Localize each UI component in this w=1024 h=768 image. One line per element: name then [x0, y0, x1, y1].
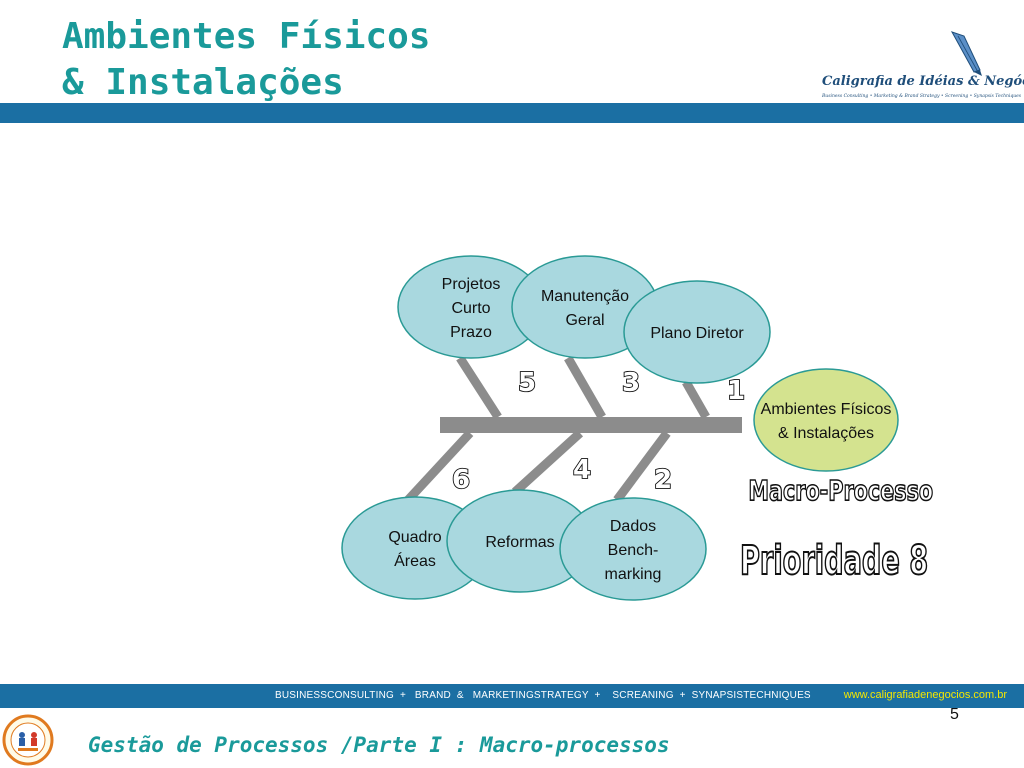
cause-bubble-2-shape [559, 497, 707, 601]
bone-3 [564, 355, 606, 420]
footer-band: BUSINESSCONSULTING + BRAND & MARKETINGST… [0, 684, 1024, 708]
bone-number-1: 1 [727, 376, 745, 406]
cause-bubble-1-label-line: Plano Diretor [650, 325, 744, 342]
cause-bubble-2-label-line: Bench- [608, 542, 659, 559]
school-seal-icon [2, 714, 54, 766]
website-link[interactable]: www.caligrafiadenegocios.com.br [843, 689, 1007, 701]
bone-4 [511, 429, 584, 496]
bone-number-6: 6 [452, 465, 470, 495]
effect-head-bubble-label-line: & Instalações [778, 425, 874, 442]
effect-head-bubble: Ambientes Físicos & Instalações [753, 368, 899, 472]
cause-bubble-5-label-line: Projetos [442, 276, 501, 293]
bone-number-2: 2 [654, 465, 672, 495]
title-line-1: Ambientes Físicos [62, 16, 431, 57]
logo-tagline: Business Consulting • Marketing & Brand … [822, 94, 1022, 99]
bone-number-4: 4 [573, 455, 591, 485]
cause-bubble-3-label-line: Manutenção [541, 288, 629, 305]
effect-head-bubble-label-line: Ambientes Físicos [761, 401, 892, 418]
logo-name: Caligrafia de Idéias & Negócios ® [822, 74, 1024, 89]
cause-bubble-5-label-line: Prazo [450, 324, 492, 341]
page-number: 5 [950, 706, 959, 723]
cause-bubble-3-label-line: Geral [565, 312, 604, 329]
cause-bubble-6-label-line: Quadro [388, 529, 441, 546]
page-title: Ambientes Físicos & Instalações [62, 14, 430, 106]
footer-title: Gestão de Processos /Parte I : Macro-pro… [88, 733, 670, 757]
bone-2 [613, 430, 671, 503]
cause-bubble-2-label-line: marking [605, 566, 662, 583]
cause-bubble-5-label-line: Curto [451, 300, 490, 317]
bone-number-3: 3 [622, 368, 640, 398]
cause-bubble-6-label-line: Áreas [394, 551, 436, 570]
cause-bubble-4-label-line: Reformas [485, 534, 554, 551]
bone-number-5: 5 [518, 368, 536, 398]
services-text: BUSINESSCONSULTING + BRAND & MARKETINGST… [275, 690, 811, 701]
header-band [0, 103, 1024, 123]
macro-process-label: Macro-Processo [748, 473, 934, 508]
title-line-2: & Instalações [62, 62, 344, 103]
bone-5 [456, 355, 502, 420]
effect-head-bubble-shape [753, 368, 899, 472]
quill-pen-icon [950, 31, 982, 76]
company-logo: Caligrafia de Idéias & Negócios ® Busine… [812, 28, 1024, 104]
cause-bubble-4: Reformas [446, 489, 594, 593]
bone-6 [404, 429, 474, 504]
priority-label: Prioridade 8 [739, 537, 929, 585]
bone-1 [682, 379, 710, 420]
cause-bubble-1: Plano Diretor [623, 280, 771, 384]
cause-bubble-1-shape [623, 280, 771, 384]
cause-bubble-2-label-line: Dados [610, 518, 656, 535]
